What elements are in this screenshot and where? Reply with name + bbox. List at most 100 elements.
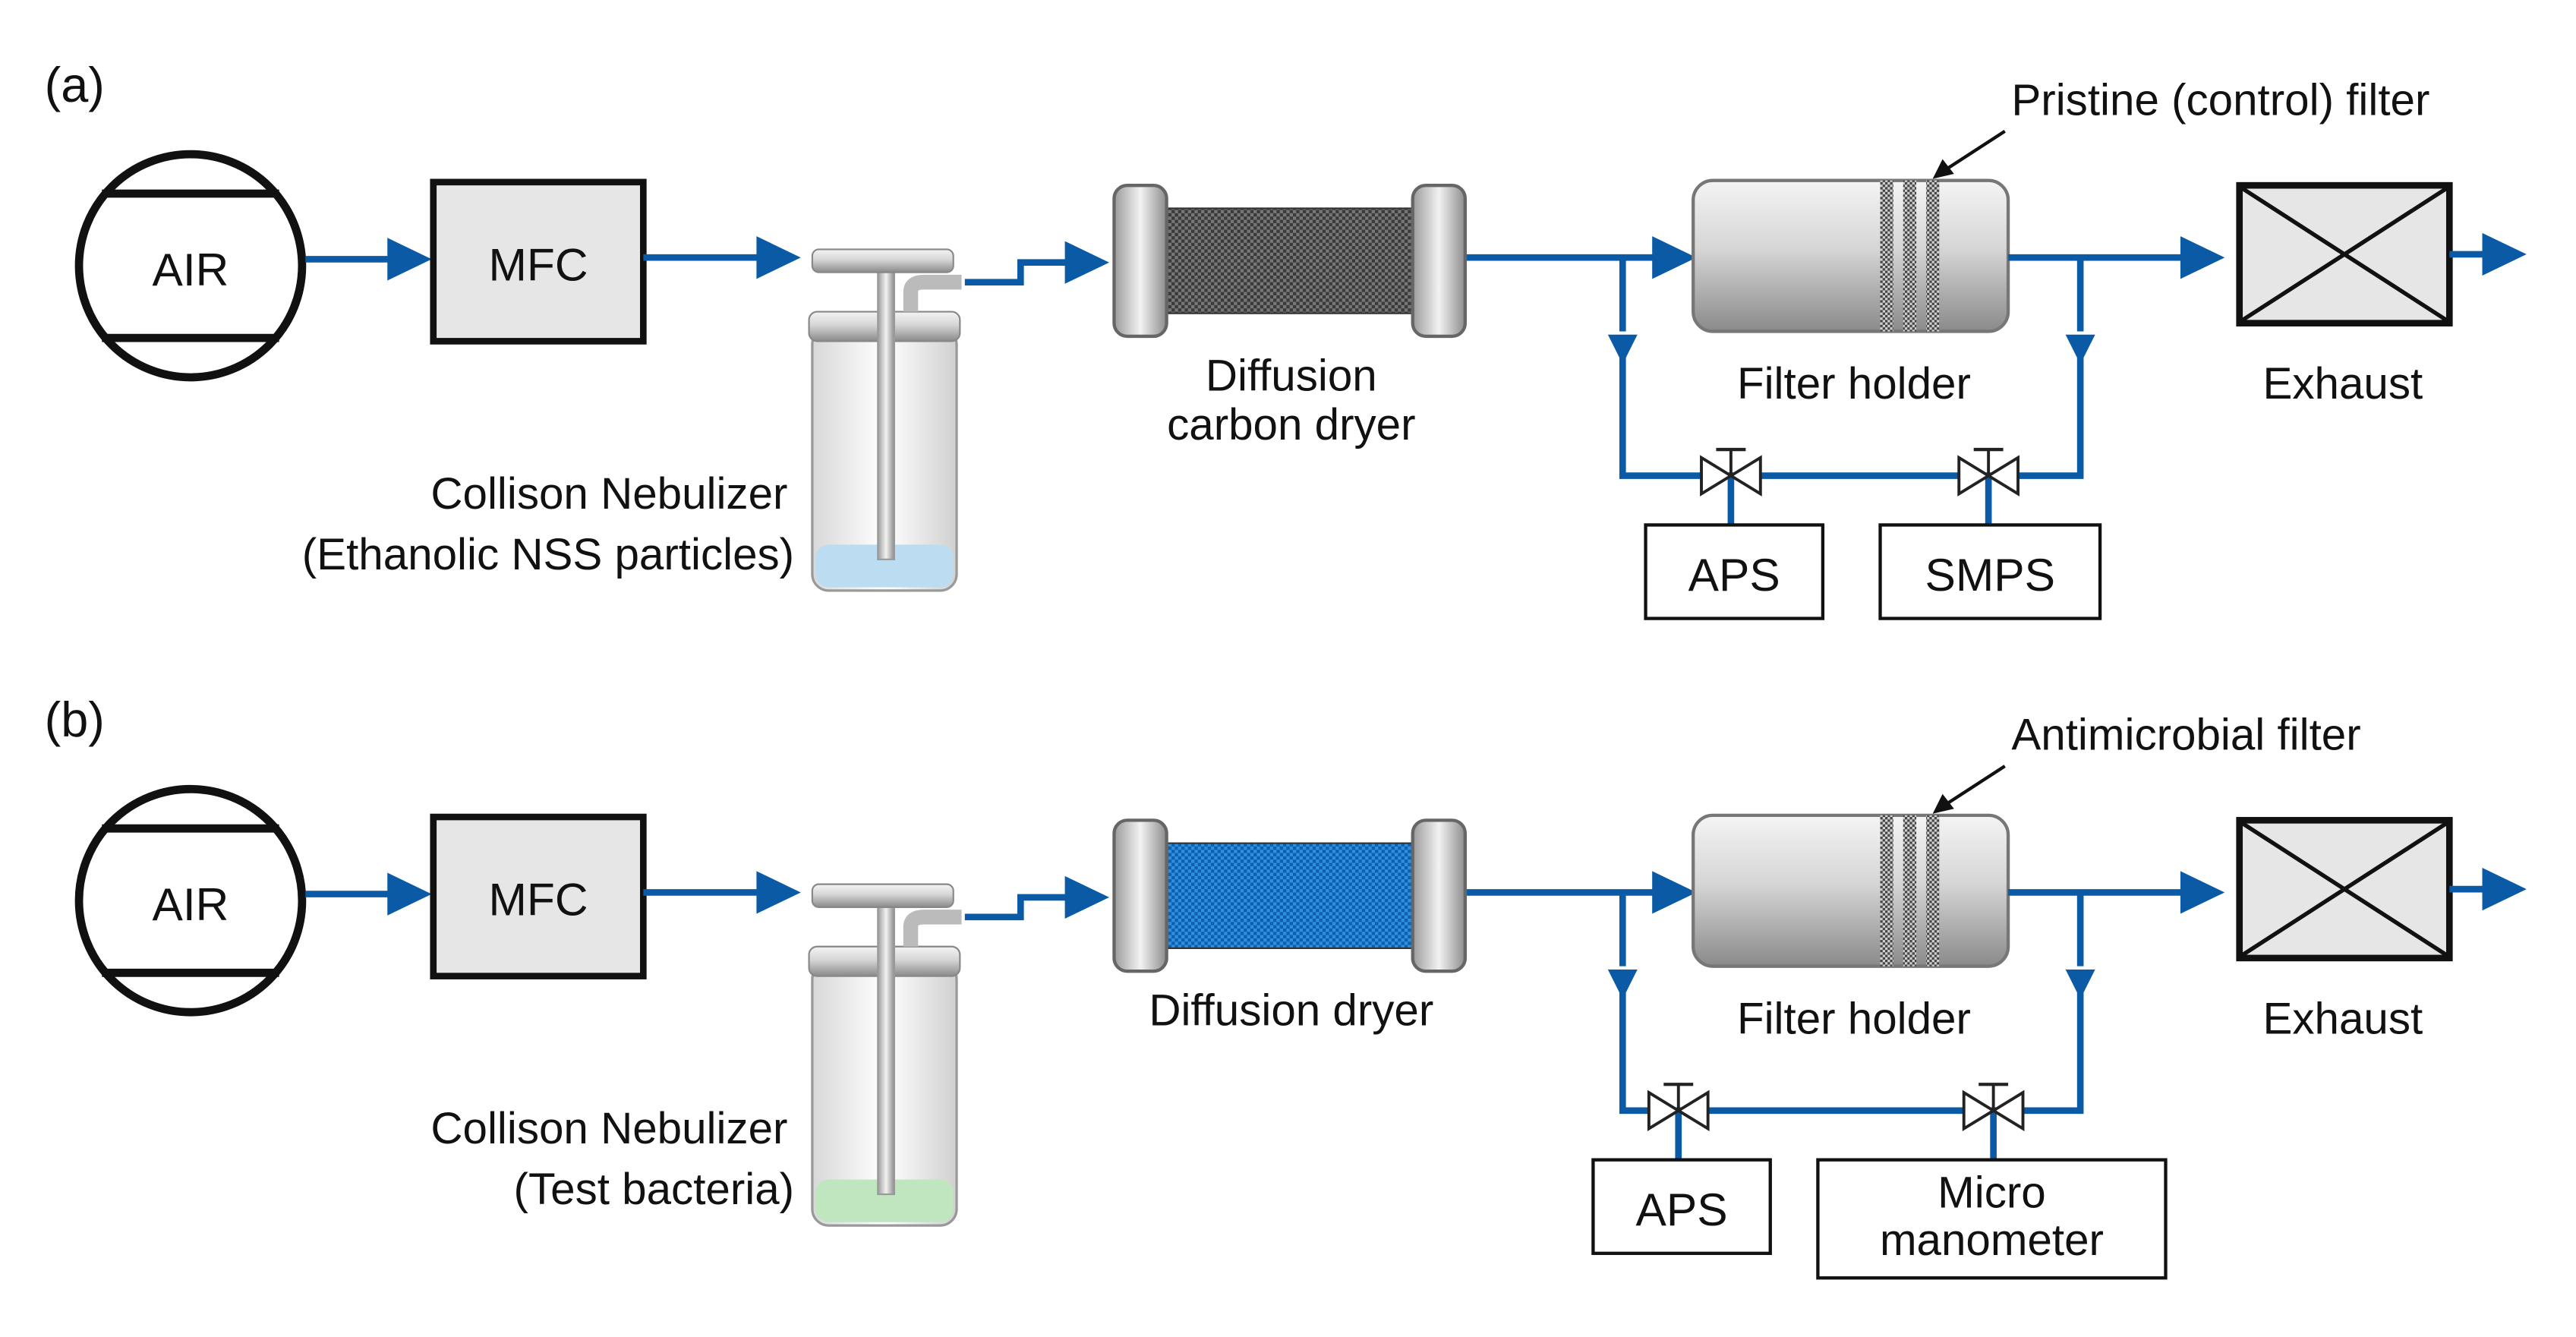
air-label: AIR bbox=[153, 878, 229, 930]
dryer-left-cap bbox=[1112, 184, 1168, 339]
nebulizer-icon bbox=[808, 883, 962, 1227]
flow-arrow bbox=[756, 236, 801, 279]
air-source-icon bbox=[74, 150, 307, 382]
exhaust-icon bbox=[2236, 181, 2453, 326]
valve-left-wing bbox=[1957, 455, 1991, 497]
panel-label: (b) bbox=[45, 692, 105, 747]
flow-arrow bbox=[1607, 334, 1638, 364]
nebulizer-label-line2: (Test bacteria) bbox=[514, 1165, 795, 1214]
flow-arrow bbox=[387, 238, 432, 281]
mfc-box bbox=[430, 178, 647, 345]
dryer-right-cap bbox=[1411, 818, 1468, 973]
nebulizer-icon bbox=[808, 248, 962, 592]
flow-arrow bbox=[2482, 868, 2527, 911]
callout-arrowhead bbox=[1932, 159, 1954, 179]
filter-holder-icon bbox=[1692, 178, 2010, 333]
mfc-box bbox=[430, 813, 647, 979]
filter-layer bbox=[1926, 180, 1940, 332]
dryer-label: Diffusion dryer bbox=[1149, 985, 1433, 1035]
nebulizer-tube bbox=[877, 266, 896, 560]
micromanometer-label-line2: manometer bbox=[1880, 1216, 2104, 1265]
nebulizer-liquid bbox=[815, 1179, 954, 1222]
exhaust-icon bbox=[2236, 817, 2453, 962]
filter-holder-body bbox=[1692, 813, 2010, 968]
aps-box bbox=[1591, 1158, 1772, 1255]
flow-pipe bbox=[964, 894, 1067, 921]
dryer-mesh bbox=[1156, 842, 1424, 949]
valve-icon bbox=[1957, 447, 2019, 497]
exhaust-cross bbox=[2241, 187, 2448, 322]
mfc-label: MFC bbox=[489, 874, 588, 925]
flow-pipe bbox=[1619, 358, 2084, 479]
nebulizer-liquid bbox=[815, 544, 954, 588]
dryer-icon bbox=[1112, 184, 1468, 339]
filter-holder-label: Filter holder bbox=[1737, 359, 1971, 408]
dryer-label-line2: carbon dryer bbox=[1167, 400, 1415, 449]
flow-arrow bbox=[756, 871, 801, 914]
filter-holder-icon bbox=[1692, 813, 2010, 968]
flow-arrow bbox=[1652, 236, 1697, 279]
flow-arrow bbox=[2180, 236, 2225, 279]
filter-callout-label: Pristine (control) filter bbox=[2011, 75, 2429, 125]
flow-arrow bbox=[2065, 969, 2095, 999]
flow-pipe bbox=[964, 259, 1067, 285]
nebulizer-head bbox=[811, 883, 954, 908]
valve-right-wing bbox=[1676, 1089, 1710, 1132]
micromanometer-box bbox=[1816, 1158, 2168, 1280]
filter-layer bbox=[1880, 180, 1893, 332]
valve-icon bbox=[1647, 1083, 1710, 1132]
air-label: AIR bbox=[153, 244, 229, 295]
nebulizer-head bbox=[811, 248, 954, 273]
mfc-label: MFC bbox=[489, 238, 588, 290]
flow-arrow bbox=[2482, 232, 2527, 276]
callout-line bbox=[1943, 130, 2006, 172]
nebulizer-label-line1: Collison Nebulizer bbox=[430, 1104, 787, 1153]
callout-line bbox=[1943, 765, 2006, 807]
flow-arrow bbox=[1064, 241, 1109, 284]
dryer-left-cap bbox=[1112, 818, 1168, 973]
dryer-icon bbox=[1112, 818, 1468, 973]
flow-arrow bbox=[1064, 875, 1109, 919]
filter-layer bbox=[1880, 815, 1893, 966]
filter-holder-body bbox=[1692, 178, 2010, 333]
flow-arrow bbox=[1652, 871, 1697, 914]
nebulizer-outlet bbox=[903, 910, 962, 947]
flow-arrow bbox=[1607, 969, 1638, 999]
flow-arrow bbox=[387, 872, 432, 916]
callout-arrowhead bbox=[1932, 793, 1954, 814]
nebulizer-label-line2: (Ethanolic NSS particles) bbox=[302, 530, 794, 579]
flow-arrow bbox=[2065, 334, 2095, 364]
aps-box bbox=[1644, 523, 1825, 620]
exhaust-label: Exhaust bbox=[2262, 359, 2423, 408]
flow-arrow bbox=[2180, 871, 2225, 914]
nebulizer-tube bbox=[877, 901, 896, 1196]
filter-callout-label: Antimicrobial filter bbox=[2011, 710, 2360, 759]
smps-label: SMPS bbox=[1925, 549, 2055, 601]
aps-label: APS bbox=[1688, 549, 1780, 601]
valve-right-wing bbox=[1990, 1089, 2025, 1132]
nebulizer-outlet bbox=[903, 274, 962, 312]
smps-box bbox=[1878, 523, 2102, 620]
dryer-label-line1: Diffusion bbox=[1206, 351, 1377, 400]
dryer-right-cap bbox=[1411, 184, 1468, 339]
micromanometer-label-line1: Micro bbox=[1938, 1168, 2046, 1217]
panel-label: (a) bbox=[45, 57, 105, 112]
valve-icon bbox=[1700, 447, 1762, 497]
dryer-mesh bbox=[1156, 207, 1424, 314]
valve-right-wing bbox=[1728, 455, 1762, 497]
valve-left-wing bbox=[1700, 455, 1734, 497]
exhaust-cross bbox=[2241, 821, 2448, 957]
filter-layer bbox=[1903, 180, 1917, 332]
valve-left-wing bbox=[1962, 1089, 1997, 1132]
filter-holder-label: Filter holder bbox=[1737, 994, 1971, 1043]
panel-b: (b) AIR MFC Diffusion dryer Filter holder Ant… bbox=[45, 692, 2527, 1280]
flow-pipe bbox=[1619, 992, 2084, 1115]
valve-right-wing bbox=[1985, 455, 2019, 497]
filter-layer bbox=[1926, 815, 1940, 966]
valve-left-wing bbox=[1647, 1089, 1682, 1132]
valve-icon bbox=[1962, 1083, 2025, 1132]
exhaust-label: Exhaust bbox=[2262, 994, 2423, 1043]
air-source-icon bbox=[74, 784, 307, 1017]
